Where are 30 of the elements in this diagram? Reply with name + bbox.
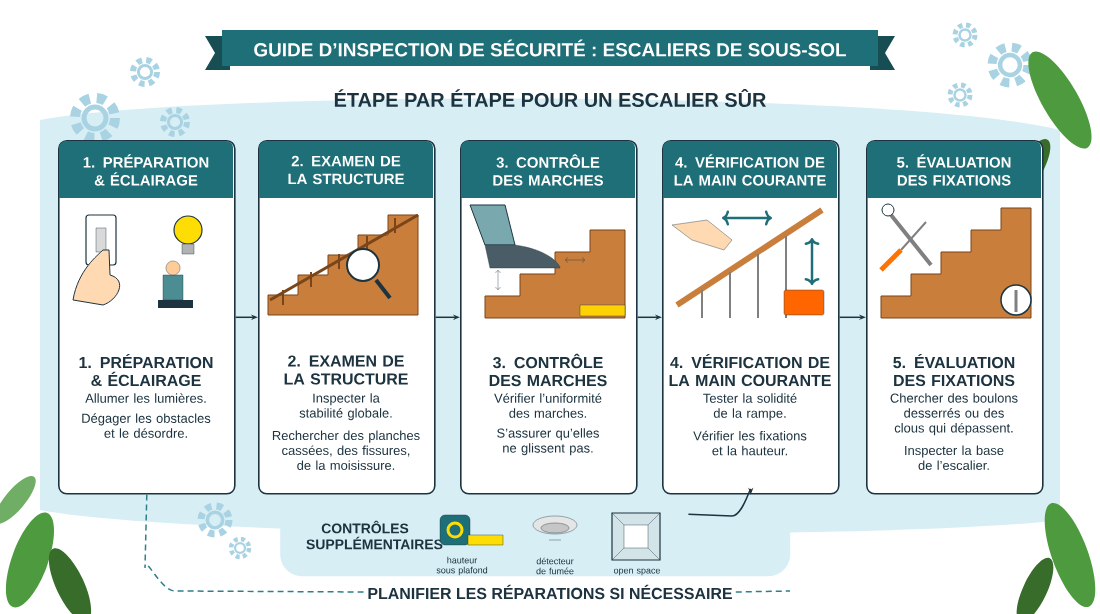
card-header: 4. VÉRIFICATION DE LA MAIN COURANTE <box>663 141 837 198</box>
card-header: 2. EXAMEN DE LA STRUCTURE <box>259 141 433 198</box>
card-header: 5. ÉVALUATION DES FIXATIONS <box>867 141 1041 198</box>
plan-text: PLANIFIER LES RÉPARATIONS SI NÉCESSAIRE <box>368 584 732 600</box>
card-header: 1. PRÉPARATION & ÉCLAIRAGE <box>59 141 233 198</box>
icon-caption: détecteur de fumée <box>536 557 574 575</box>
step-text: S’assurer qu’elles ne glissent pas. <box>497 428 599 456</box>
title-banner: GUIDE D’INSPECTION DE SÉCURITÉ : ESCALIERS DE SOUS-SOL <box>205 30 895 70</box>
dashed-connector <box>144 493 365 593</box>
step-title: 4. VÉRIFICATION DE LA MAIN COURANTE <box>669 353 831 387</box>
step-title: 3. CONTRÔLE DES MARCHES <box>489 353 607 387</box>
step-title: 1. PRÉPARATION & ÉCLAIRAGE <box>79 353 213 387</box>
panel-heading: CONTRÔLES SUPPLÉMENTAIRES <box>306 520 443 550</box>
card-header: 3. CONTRÔLE DES MARCHES <box>461 141 635 198</box>
step-title: 5. ÉVALUATION DES FIXATIONS <box>893 353 1015 387</box>
step-text: Tester la solidité de la rampe. <box>703 393 797 421</box>
subtitle: ÉTAPE PAR ÉTAPE POUR UN ESCALIER SÛR <box>334 89 766 107</box>
step-text: Allumer les lumières. <box>85 393 206 403</box>
icon-caption: open space <box>613 568 661 576</box>
step-text: Inspecter la base de l’escalier. <box>905 445 1004 470</box>
step-text: Chercher des boulons desserrés ou des clous qui dépassent. <box>890 393 1018 436</box>
step-text: Rechercher des planches cassées, des fissures, de la moisissure. <box>272 430 420 470</box>
step-title: 2. EXAMEN DE LA STRUCTURE <box>284 355 408 385</box>
arrow <box>687 487 754 517</box>
step-text: Inspecter la stabilité globale. <box>299 393 392 421</box>
step-text: Vérifier l’uniformité des marches. <box>494 393 602 418</box>
step-text: Dégager les obstacles et le désordre. <box>82 413 211 438</box>
icon-caption: hauteur sous plafond <box>436 556 488 576</box>
dashed-connector <box>735 590 791 593</box>
step-text: Vérifier les fixations et la hauteur. <box>693 430 807 456</box>
